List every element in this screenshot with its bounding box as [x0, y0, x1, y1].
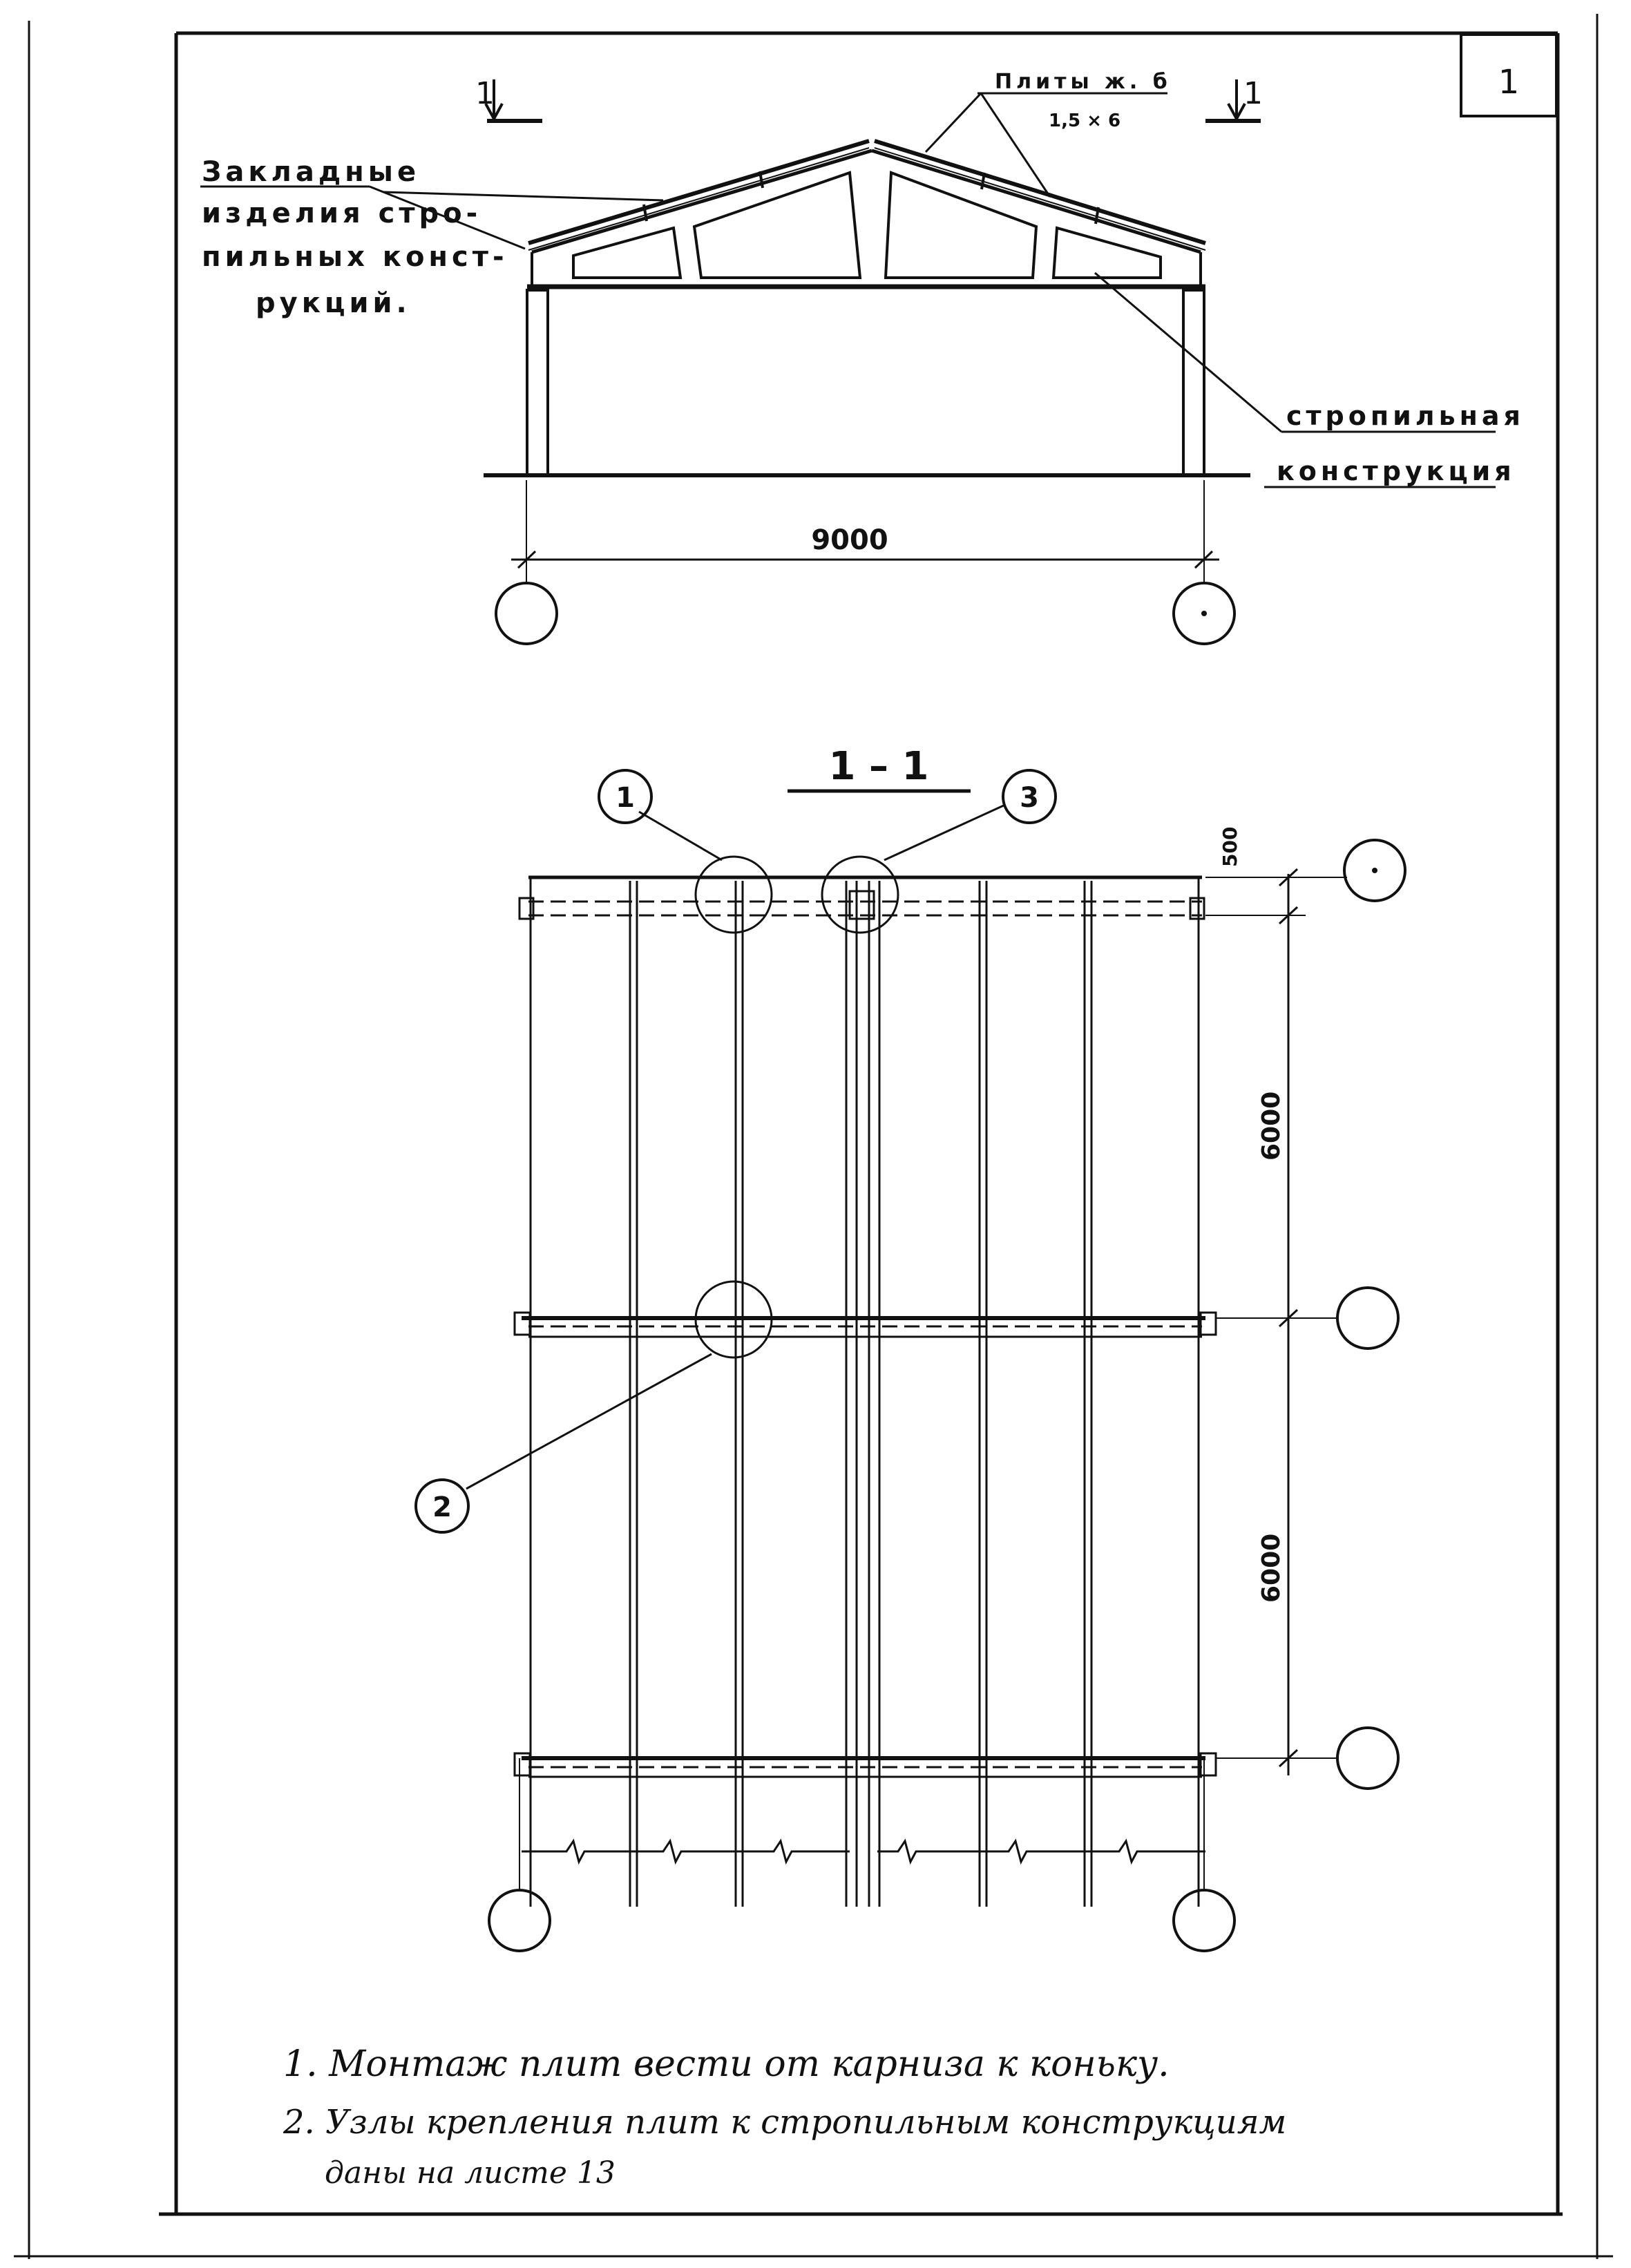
svg-text:пильных конст-: пильных конст- — [202, 241, 508, 273]
sheet-number-box: 1 — [1460, 33, 1558, 117]
svg-text:Плиты ж. б: Плиты ж. б — [995, 70, 1172, 94]
axis-dot-plan — [1372, 868, 1377, 873]
page-border — [14, 14, 1613, 2259]
column-left — [526, 289, 549, 477]
note-2: 2. Узлы крепления плит к стропильным кон… — [283, 2103, 1286, 2142]
callout-circle-2 — [414, 1478, 470, 1534]
axis-dot — [1201, 611, 1207, 616]
drawing-frame — [159, 31, 1563, 2216]
callout-3: 3 — [1020, 782, 1039, 814]
callout-circle-1 — [598, 769, 653, 824]
roof-plan — [414, 769, 1406, 1952]
axis-bubble-plan-br — [1172, 1889, 1236, 1952]
node-circle-1 — [694, 855, 773, 934]
span-dimension: 9000 — [811, 524, 888, 556]
bay-dimension-lower: 6000 — [1257, 1534, 1286, 1603]
axis-bubble-plan-bottom — [1336, 1726, 1400, 1790]
svg-text:рукций.: рукций. — [256, 287, 411, 319]
slabs-label: Плиты ж. б 1,5 × 6 — [995, 70, 1172, 131]
bay-dimension-upper: 6000 — [1257, 1092, 1286, 1161]
axis-bubble-left — [495, 582, 558, 645]
notes: 1. Монтаж плит вести от карниза к коньку… — [283, 2043, 1286, 2191]
elevation-view — [484, 139, 1250, 645]
section-mark-left-label: 1 — [475, 76, 495, 111]
callout-2: 2 — [432, 1492, 452, 1523]
node-circle-3 — [821, 855, 899, 934]
column-right — [1182, 289, 1205, 477]
svg-text:стропильная: стропильная — [1286, 401, 1525, 431]
axis-bubble-plan-top — [1343, 839, 1406, 902]
section-title: 1 – 1 — [829, 744, 929, 789]
sheet-number: 1 — [1498, 63, 1520, 102]
svg-text:конструкция: конструкция — [1277, 456, 1516, 486]
note-1: 1. Монтаж плит вести от карниза к коньку… — [283, 2043, 1170, 2085]
section-mark-right-label: 1 — [1243, 76, 1263, 111]
embedded-parts-label: Закладные изделия стро- пильных конст- р… — [202, 156, 508, 319]
axis-bubble-plan-bl — [488, 1889, 551, 1952]
note-3: даны на листе 13 — [325, 2155, 616, 2191]
callout-1: 1 — [616, 782, 635, 814]
node-circle-2 — [694, 1280, 773, 1359]
svg-text:Закладные: Закладные — [202, 156, 420, 188]
svg-text:изделия стро-: изделия стро- — [202, 198, 481, 229]
rafter-structure-label: стропильная конструкция — [1277, 401, 1525, 486]
section-mark-left — [484, 79, 542, 123]
svg-text:1,5 × 6: 1,5 × 6 — [1049, 111, 1120, 131]
axis-bubble-plan-mid — [1336, 1286, 1400, 1350]
section-mark-right — [1205, 79, 1261, 123]
elevation-leaders — [200, 92, 1496, 488]
axis-bubble-right — [1172, 582, 1236, 645]
callout-circle-3 — [1002, 769, 1057, 824]
edge-dimension: 500 — [1219, 827, 1241, 867]
